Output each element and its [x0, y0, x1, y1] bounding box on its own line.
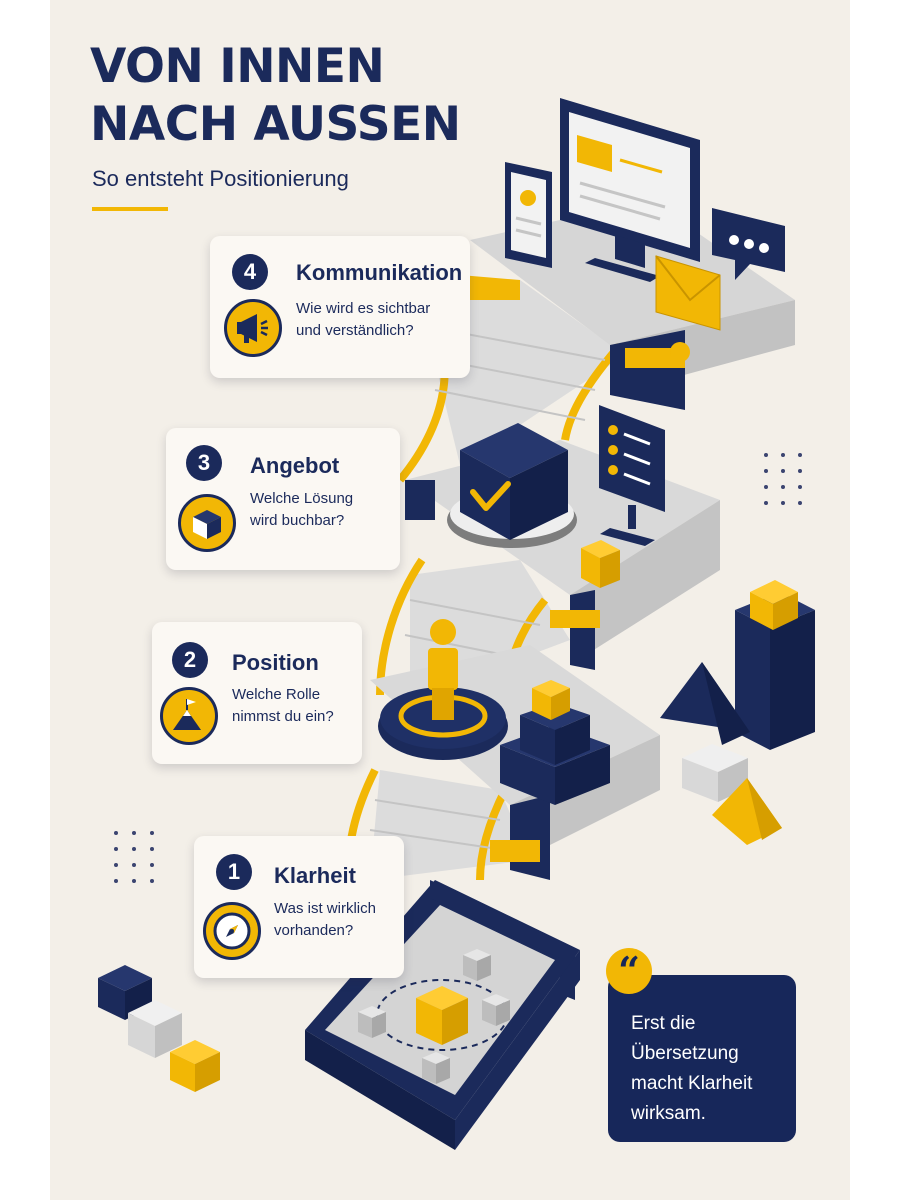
step-title: Angebot	[250, 453, 340, 478]
decor-shapes-right	[660, 580, 815, 845]
platform-position	[370, 619, 660, 880]
step-question: Wie wird es sichtbar und verständlich?	[296, 298, 430, 342]
step-card-klarheit: 1 Klarheit Was ist wirklich vorhanden?	[194, 836, 404, 978]
step-question: Welche Lösung wird buchbar?	[250, 488, 353, 532]
title-accent-line	[92, 207, 168, 211]
step-number-badge: 4	[232, 254, 268, 290]
step-card-kommunikation: 4 Kommunikation Wie wird es sichtbar und…	[210, 236, 470, 378]
quote-box	[608, 975, 796, 1142]
dot-grid-left	[114, 831, 154, 883]
desktop-monitor-icon	[560, 98, 700, 282]
platform-kommunikation	[460, 98, 795, 410]
envelope-icon	[655, 255, 721, 331]
step-number-badge: 3	[186, 445, 222, 481]
compass-icon	[203, 902, 261, 960]
megaphone-icon	[224, 299, 282, 357]
title-line-2: NACH AUSSEN	[90, 97, 461, 152]
dot-grid-right	[764, 453, 802, 505]
step-question-line-2: nimmst du ein?	[232, 708, 334, 725]
step-question-line-2: wird buchbar?	[250, 512, 345, 529]
quote-line-3: macht Klarheit	[631, 1073, 753, 1094]
title-line-1: VON INNEN	[90, 39, 385, 94]
platform-angebot	[405, 405, 720, 670]
person-figure-icon	[428, 619, 458, 720]
stairs-3-to-4	[396, 280, 625, 483]
infographic-page: VON INNEN NACH AUSSEN So entsteht Positi…	[50, 0, 850, 1200]
step-number-badge: 2	[172, 642, 208, 678]
step-title: Kommunikation	[296, 260, 463, 285]
step-question: Welche Rolle nimmst du ein?	[232, 684, 334, 728]
quote-line-4: wirksam.	[631, 1103, 706, 1124]
step-question: Was ist wirklich vorhanden?	[274, 898, 376, 942]
platform-klarheit	[305, 880, 580, 1150]
quote-icon: “	[606, 948, 652, 994]
page-subtitle: So entsteht Positionierung	[92, 166, 349, 191]
step-question-line-1: Wie wird es sichtbar	[296, 300, 431, 317]
isometric-scene	[98, 98, 815, 1150]
smartphone-icon	[505, 162, 552, 268]
step-title: Position	[232, 650, 319, 675]
mountain-flag-icon	[160, 687, 218, 745]
step-question-line-1: Was ist wirklich	[274, 900, 376, 917]
step-question-line-1: Welche Lösung	[250, 490, 354, 507]
step-question-line-2: und verständlich?	[296, 322, 414, 339]
quote-line-2: Übersetzung	[631, 1043, 739, 1064]
step-number-badge: 1	[216, 854, 252, 890]
decor-cubes-left	[98, 965, 220, 1092]
quote-line-1: Erst die	[631, 1013, 696, 1034]
page-title: VON INNEN NACH AUSSEN	[90, 38, 461, 154]
product-box-icon	[460, 423, 568, 540]
step-question-line-1: Welche Rolle	[232, 686, 321, 703]
quote-text: Erst die Übersetzung macht Klarheit wirk…	[631, 1009, 752, 1129]
step-title: Klarheit	[274, 863, 356, 888]
checklist-board-icon	[599, 405, 665, 546]
chat-bubble-icon	[712, 208, 785, 280]
step-card-angebot: 3 Angebot Welche Lösung wird buchbar?	[166, 428, 400, 570]
step-question-line-2: vorhanden?	[274, 922, 354, 939]
cube-icon	[178, 494, 236, 552]
step-card-position: 2 Position Welche Rolle nimmst du ein?	[152, 622, 362, 764]
